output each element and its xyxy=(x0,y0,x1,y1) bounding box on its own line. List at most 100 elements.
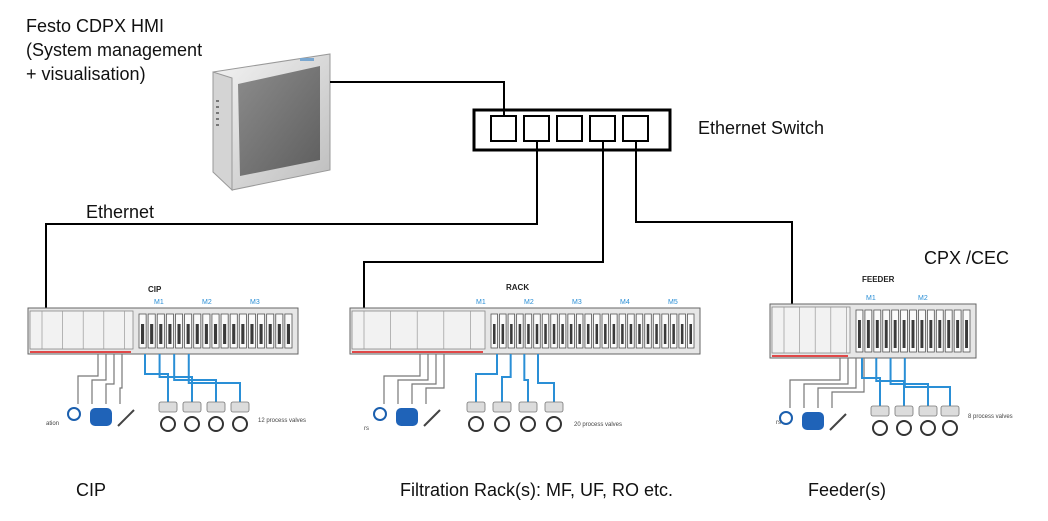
signal-tube xyxy=(173,354,217,402)
valve-slot-core xyxy=(655,324,658,344)
valve-actuator-icon xyxy=(182,401,202,413)
valve-slot-core xyxy=(213,324,218,344)
field-wire xyxy=(831,358,865,408)
hmi-title: Festo CDPX HMI (System management + visu… xyxy=(26,14,216,86)
valves-note-cip: 12 process valves xyxy=(258,418,306,424)
cable-switch-rack xyxy=(363,141,604,308)
valve-actuator-icon xyxy=(544,401,564,413)
cpx-cec-label: CPX /CEC xyxy=(924,248,1010,268)
valve-slot-core xyxy=(965,320,968,348)
left-note-cip: ation xyxy=(46,421,59,427)
valve-slot-core xyxy=(286,324,290,344)
valve-slot-core xyxy=(680,324,684,344)
valve-slot-core xyxy=(612,324,616,344)
valve-slot-core xyxy=(204,324,208,344)
module-tag-rack-2: M2 xyxy=(524,299,534,306)
controller-block-feeder xyxy=(771,306,851,354)
valve-slot-core xyxy=(141,324,145,344)
valve-slot-core xyxy=(578,324,581,344)
butterfly-valve-icon xyxy=(872,420,888,436)
valve-slot-core xyxy=(561,324,564,344)
valve-slot-core xyxy=(621,324,624,344)
valve-slot-core xyxy=(552,324,556,344)
field-wire xyxy=(397,354,429,404)
valve-actuator-icon xyxy=(918,405,938,417)
field-wire xyxy=(803,358,849,408)
valve-slot-core xyxy=(569,324,573,344)
rack-title-cip: CIP xyxy=(148,285,162,294)
valve-slot-core xyxy=(938,320,942,348)
valve-slot-core xyxy=(663,324,667,344)
valve-slot-core xyxy=(159,324,163,344)
valve-actuator-icon xyxy=(940,405,960,417)
rack-title-rack: RACK xyxy=(506,283,529,292)
valve-slot-core xyxy=(629,324,633,344)
valve-slot-core xyxy=(150,324,154,344)
butterfly-valve-icon xyxy=(942,420,958,436)
valve-slot-core xyxy=(186,324,190,344)
valve-slot-core xyxy=(510,324,513,344)
switch-port-3 xyxy=(556,115,583,142)
field-wire xyxy=(91,354,107,404)
valve-slot-core xyxy=(920,320,924,348)
valve-slot-core xyxy=(875,320,879,348)
valve-slot-core xyxy=(672,324,675,344)
ethernet-switch-label: Ethernet Switch xyxy=(698,118,825,138)
butterfly-valve-icon xyxy=(160,416,176,432)
signal-tube xyxy=(501,354,512,402)
valves-note-rack: 20 process valves xyxy=(574,422,622,428)
ethernet-label: Ethernet xyxy=(86,202,155,222)
signal-tube xyxy=(158,354,193,402)
butterfly-valve-icon xyxy=(468,416,484,432)
signal-tube xyxy=(187,354,241,402)
valve-slot-core xyxy=(277,324,281,344)
valve-slot-core xyxy=(884,320,888,348)
probe-icon xyxy=(829,413,847,431)
valve-actuator-icon xyxy=(230,401,250,413)
valve-slot-core xyxy=(929,320,933,348)
valve-actuator-icon xyxy=(492,401,512,413)
switch-port-1 xyxy=(490,115,517,142)
butterfly-valve-icon xyxy=(896,420,912,436)
valve-slot-core xyxy=(195,324,199,344)
switch-port-2 xyxy=(523,115,550,142)
module-tag-cip-3: M3 xyxy=(250,299,260,306)
signal-tube xyxy=(861,358,881,406)
butterfly-valve-icon xyxy=(184,416,200,432)
signal-tube xyxy=(475,354,498,402)
module-tag-feeder-2: M2 xyxy=(918,295,928,302)
ethernet-switch xyxy=(472,108,672,152)
valve-slot-core xyxy=(501,324,505,344)
butterfly-valve-icon xyxy=(232,416,248,432)
module-tag-feeder-1: M1 xyxy=(866,295,876,302)
valve-slot-core xyxy=(893,320,897,348)
caption-cip: CIP xyxy=(76,480,107,500)
controller-block-cip xyxy=(29,310,134,350)
field-wire xyxy=(119,354,123,404)
controller-block-rack xyxy=(351,310,486,350)
field-wire xyxy=(77,354,99,404)
hmi-title-line-2: (System management xyxy=(26,40,203,60)
probe-icon xyxy=(423,409,441,427)
pump-icon xyxy=(802,412,824,430)
module-tag-cip-2: M2 xyxy=(202,299,212,306)
module-tag-rack-1: M1 xyxy=(476,299,486,306)
switch-port-5 xyxy=(622,115,649,142)
probe-icon xyxy=(117,409,135,427)
valve-actuator-icon xyxy=(206,401,226,413)
hmi-title-line-3: + visualisation) xyxy=(26,64,146,84)
field-wire xyxy=(411,354,437,404)
valve-slot-core xyxy=(177,324,181,344)
signal-tube xyxy=(537,354,555,402)
left-note-rack: rs xyxy=(364,426,369,432)
module-tag-rack-4: M4 xyxy=(620,299,630,306)
field-wire xyxy=(817,358,857,408)
valve-actuator-icon xyxy=(870,405,890,417)
valve-slot-core xyxy=(911,320,915,348)
caption-feeder: Feeder(s) xyxy=(808,480,887,500)
signal-tube xyxy=(903,358,951,406)
